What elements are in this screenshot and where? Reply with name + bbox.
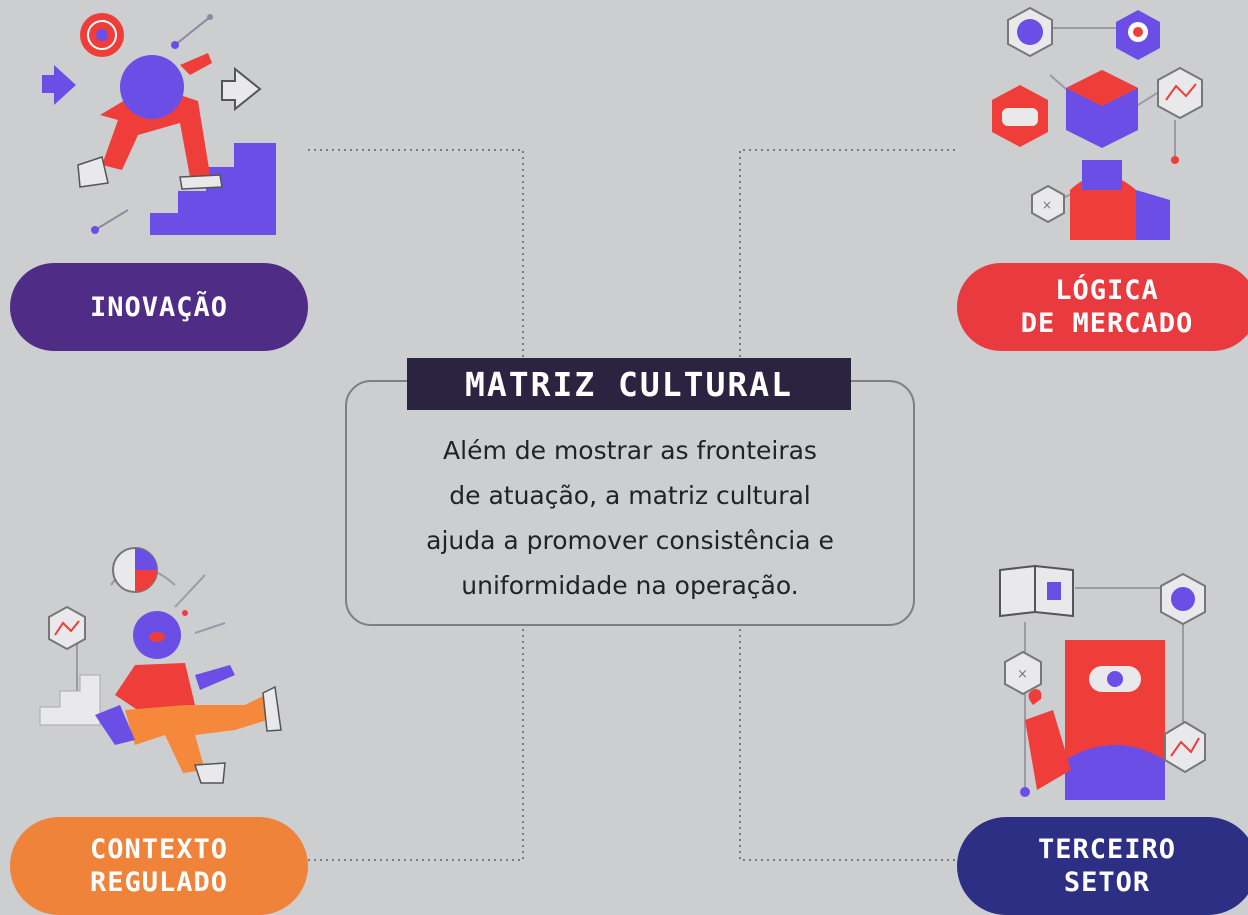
label-logica-line-1: LÓGICA [1055, 275, 1159, 306]
label-inovacao: INOVAÇÃO [10, 263, 308, 351]
label-logica-line-2: DE MERCADO [1020, 308, 1194, 339]
connector-top-right [739, 149, 955, 380]
innovation-illustration [42, 13, 276, 235]
third-sector-illustration: × [999, 564, 1206, 800]
description-line-3: ajuda a promover consistência e [426, 526, 834, 555]
description-line-1: Além de mostrar as fronteiras [443, 436, 817, 465]
center-description: Além de mostrar as fronteiras de atuação… [360, 428, 900, 608]
svg-text:×: × [1017, 667, 1028, 682]
connector-bottom-left [308, 628, 524, 861]
label-inovacao-line-1: INOVAÇÃO [89, 291, 229, 323]
regulated-context-illustration [39, 547, 282, 784]
label-contexto-line-2: REGULADO [89, 867, 229, 898]
connector-top-left [308, 149, 524, 380]
market-logic-illustration: × [992, 6, 1203, 240]
description-line-4: uniformidade na operação. [461, 571, 799, 600]
center-title: MATRIZ CULTURAL [407, 358, 851, 410]
label-logica-de-mercado: LÓGICA DE MERCADO [957, 263, 1248, 351]
description-line-2: de atuação, a matriz cultural [449, 481, 811, 510]
svg-text:×: × [1042, 198, 1052, 212]
label-terceiro-line-2: SETOR [1063, 867, 1151, 898]
label-terceiro-setor: TERCEIRO SETOR [957, 817, 1248, 915]
label-contexto-regulado: CONTEXTO REGULADO [10, 817, 308, 915]
label-contexto-line-1: CONTEXTO [89, 834, 229, 865]
label-terceiro-line-1: TERCEIRO [1037, 834, 1177, 865]
connector-bottom-right [739, 628, 955, 861]
